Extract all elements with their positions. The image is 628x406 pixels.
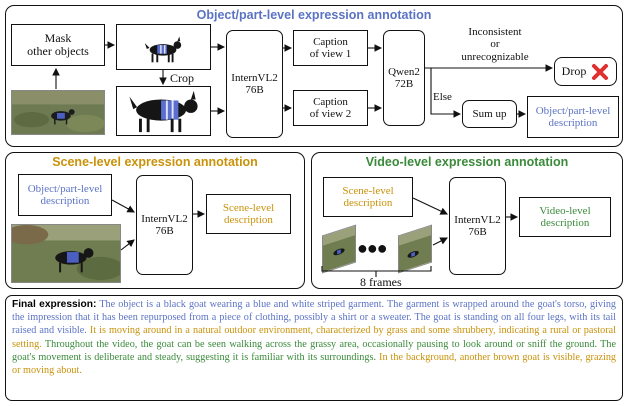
internvl-box-video: InternVL2 76B [449, 177, 506, 275]
internvl-label-scene: InternVL2 76B [141, 212, 188, 237]
sum-up-label: Sum up [472, 107, 507, 120]
mask-other-objects-label: Mask other objects [27, 30, 89, 58]
video-output-label: Video-level description [539, 204, 591, 229]
video-frame-8-image [398, 224, 432, 274]
drop-label: Drop [561, 63, 587, 78]
crop-label: Crop [170, 71, 194, 85]
else-label: Else [433, 91, 452, 103]
final-seg-scene: It is moving around in a natural outdoor… [12, 325, 617, 350]
caption-view-2-label: Caption of view 2 [309, 95, 352, 120]
scene-input-label: Object/part-level description [27, 182, 103, 207]
video-frame-1-image [322, 224, 356, 274]
caption-view-2-box: Caption of view 2 [293, 90, 368, 126]
final-expression-label: Final expression [12, 299, 93, 310]
caption-view-1-box: Caption of view 1 [293, 30, 368, 66]
cross-icon [592, 63, 609, 80]
video-level-panel-title: Video-level expression annotation [365, 155, 569, 169]
inconsistent-label: Inconsistent or unrecognizable [461, 26, 529, 63]
frames-label: 8 frames [360, 275, 402, 289]
scene-output-box: Scene-level description [206, 194, 291, 234]
scene-output-label: Scene-level description [222, 201, 275, 226]
drop-box: Drop [554, 57, 617, 86]
video-output-box: Video-level description [519, 197, 611, 237]
final-seg-background: In the background, another brown goat is… [12, 351, 617, 377]
scene-level-panel-title: Scene-level expression annotation [52, 155, 258, 169]
object-level-output-box: Object/part-level description [527, 96, 619, 138]
mask-other-objects-box: Mask other objects [11, 24, 105, 66]
scene-frame-image [11, 224, 121, 283]
final-seg-object: The object is a black goat wearing a blu… [12, 299, 617, 337]
internvl-label-object: InternVL2 76B [231, 71, 278, 96]
masked-goat-image [116, 24, 211, 70]
source-video-frame-image [11, 90, 105, 135]
cropped-goat-image [116, 86, 211, 136]
internvl-box-scene: InternVL2 76B [136, 175, 193, 275]
final-seg-video: Throughout the video, the goat can be se… [12, 338, 616, 363]
qwen-label: Qwen2 72B [388, 65, 420, 90]
video-input-label: Scene-level description [342, 184, 394, 209]
sum-up-box: Sum up [462, 100, 517, 128]
object-level-output-label: Object/part-level description [535, 104, 611, 129]
internvl-box-object: InternVL2 76B [226, 30, 283, 138]
scene-input-box: Object/part-level description [18, 174, 112, 216]
final-expression-box: Final expression: The object is a black … [5, 295, 623, 401]
qwen-box: Qwen2 72B [383, 30, 425, 126]
caption-view-1-label: Caption of view 1 [309, 35, 352, 60]
internvl-label-video: InternVL2 76B [454, 213, 501, 238]
ellipsis-dots: ●●● [357, 238, 388, 258]
video-input-box: Scene-level description [323, 177, 413, 217]
object-level-panel-title: Object/part-level expression annotation [196, 8, 432, 22]
